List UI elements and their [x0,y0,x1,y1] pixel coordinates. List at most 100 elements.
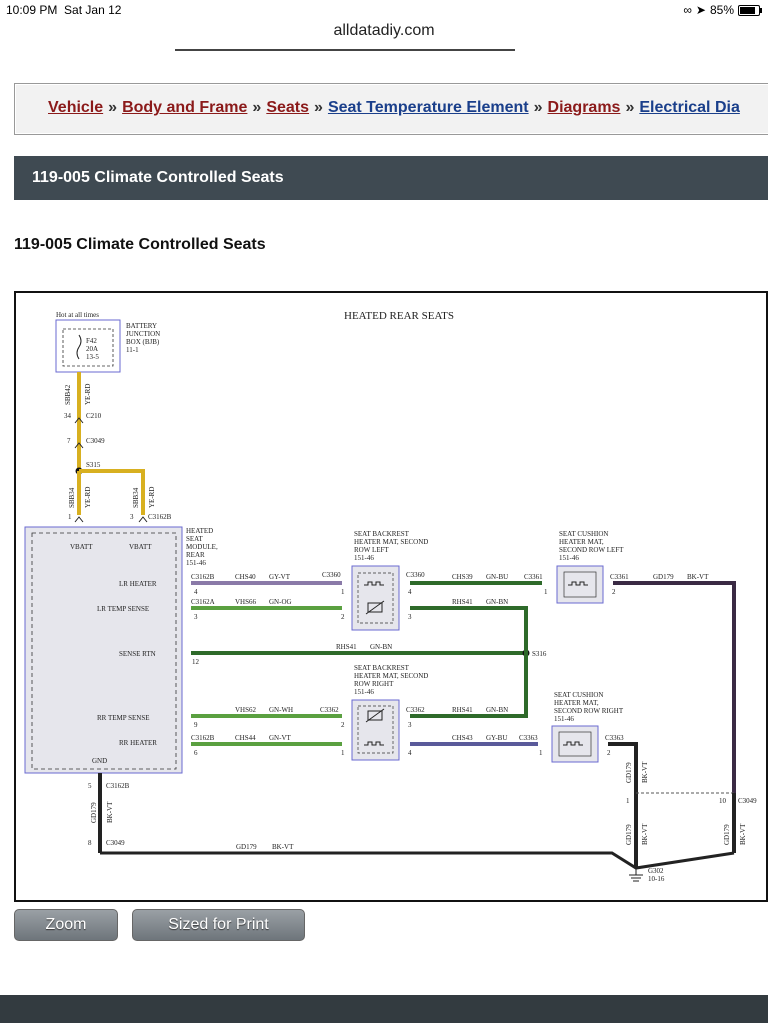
wire-chs39-label: CHS39 [452,573,473,581]
section-header: 119-005 Climate Controlled Seats [14,156,768,200]
wire-chs44-color: GN-VT [269,734,291,742]
wire-vhs62-label: VHS62 [235,706,257,714]
arrow-pin1 [74,516,84,523]
fuse-box [62,328,114,367]
wire-gd179-cl: GD179 [653,573,674,581]
backrest-right-inner [357,705,394,754]
wire-gd179-r2-color: BK-VT [641,823,649,845]
wire-gd179-r2: GD179 [625,824,633,845]
gnd-wire-color: BK-VT [106,801,114,823]
print-button[interactable]: Sized for Print [132,909,305,941]
gnd-pin-1: 1 [626,797,630,805]
wiring-diagram[interactable]: HEATED REAR SEATS Hot at all times F42 2… [14,291,768,902]
fuse-id: F42 [86,337,97,345]
pin-1-rr: 1 [341,749,345,757]
clock-date: Sat Jan 12 [64,3,122,17]
wire-gd179-r1: GD179 [625,762,633,783]
pin-2-lr: 2 [341,613,345,621]
thermistor-diag-rr [365,708,385,723]
backrest-right-l4: 151-46 [354,688,374,696]
module-l3: MODULE, [186,543,218,551]
wire-chs43-label: CHS43 [452,734,473,742]
wire-ground-bus [100,851,735,870]
gnd-c3049: C3049 [106,839,125,847]
lr-heater-label: LR HEATER [119,580,157,588]
br-pin-3: 3 [408,721,412,729]
module-inner [31,532,177,770]
backrest-left-l2: HEATER MAT, SECOND [354,538,428,546]
cl-pin-2: 2 [612,588,616,596]
status-time: 10:09 PM Sat Jan 12 [6,3,121,17]
address-bar[interactable]: alldatadiy.com [0,18,768,48]
gnd-pin-8: 8 [88,839,92,847]
cushion-right-l2: HEATER MAT, [554,699,599,707]
wire-sbb42: SBB42 [64,384,72,405]
conn-c3362-in: C3362 [320,706,339,714]
cushion-left-l2: HEATER MAT, [559,538,604,546]
wire-rhs41-color: GN-BN [370,643,392,651]
bjb-box [55,319,121,373]
conn-c3361-in: C3361 [524,573,543,581]
pin-1-lr: 1 [341,588,345,596]
backrest-right-l3: ROW RIGHT [354,680,394,688]
splice-s316-label: S316 [532,650,547,658]
thermistor-icon [367,602,383,613]
wire-vhs66-label: VHS66 [235,598,257,606]
bjb-l3: BOX (BJB) [126,338,160,346]
wire-sbb34-b: SBB34 [132,487,140,508]
breadcrumb-sep: » [108,99,118,116]
wire-rhs41-loop [410,606,528,718]
fuse-amp: 20A [86,345,98,353]
br-pin-4: 4 [408,749,412,757]
breadcrumb-sep: » [625,99,635,116]
gnd-label: GND [92,757,107,765]
pin-4-lr: 4 [194,588,198,596]
rr-heater-label: RR HEATER [119,739,157,747]
wire-chs40-color: GY-VT [269,573,291,581]
pin-12: 12 [192,658,200,666]
breadcrumb-seats[interactable]: Seats [266,99,310,116]
bl-pin-4: 4 [408,588,412,596]
conn-c210-arrow [74,417,84,424]
conn-c3362-out: C3362 [406,706,425,714]
conn-c3162b-lr: C3162B [191,573,215,581]
breadcrumb: Vehicle»Body and Frame»Seats»Seat Temper… [14,83,768,135]
backrest-left-l3: ROW LEFT [354,546,389,554]
pin-6: 6 [194,749,198,757]
module-l2: SEAT [186,535,203,543]
module-l1: HEATED [186,527,213,535]
pin-3-lr: 3 [194,613,198,621]
battery-percent: 85% [709,3,734,17]
page-title: 119-005 Climate Controlled Seats [14,236,266,253]
pin-7: 7 [67,437,71,445]
cr-pin-2: 2 [607,749,611,757]
backrest-right-l2: HEATER MAT, SECOND [354,672,428,680]
cushion-right-inner [558,731,592,757]
cushion-left-l3: SECOND ROW LEFT [559,546,624,554]
conn-c3162a: C3162A [191,598,215,606]
pin-2-rr: 2 [341,721,345,729]
breadcrumb-seat-temp[interactable]: Seat Temperature Element [327,99,529,116]
zoom-button[interactable]: Zoom [14,909,118,941]
backrest-left-box [351,565,400,631]
thermistor-diag [365,600,385,615]
breadcrumb-diagrams[interactable]: Diagrams [547,99,621,116]
fuse-ref: 13-5 [86,353,99,361]
cr-pin-1: 1 [539,749,543,757]
conn-c3162b-top: C3162B [148,513,172,521]
breadcrumb-vehicle[interactable]: Vehicle [48,99,104,116]
breadcrumb-body-frame[interactable]: Body and Frame [122,99,248,116]
wire-gd179-cl-color: BK-VT [687,573,709,581]
thermistor-icon-rr [367,710,383,721]
conn-c3049-arrow [74,442,84,449]
wire-gd179-left [613,581,736,793]
wire-chs43-color: GY-BU [486,734,507,742]
status-bar: 10:09 PM Sat Jan 12 ∞ ➤ 85% [0,0,768,18]
battery-icon [738,4,762,16]
breadcrumb-electrical[interactable]: Electrical Dia [639,99,740,116]
wire-sbb42-color: YE-RD [84,384,92,405]
conn-c3361-out: C3361 [610,573,629,581]
wire-gd179-right [608,742,638,868]
sense-rtn-label: SENSE RTN [119,650,156,658]
fuse-icon [76,334,82,360]
